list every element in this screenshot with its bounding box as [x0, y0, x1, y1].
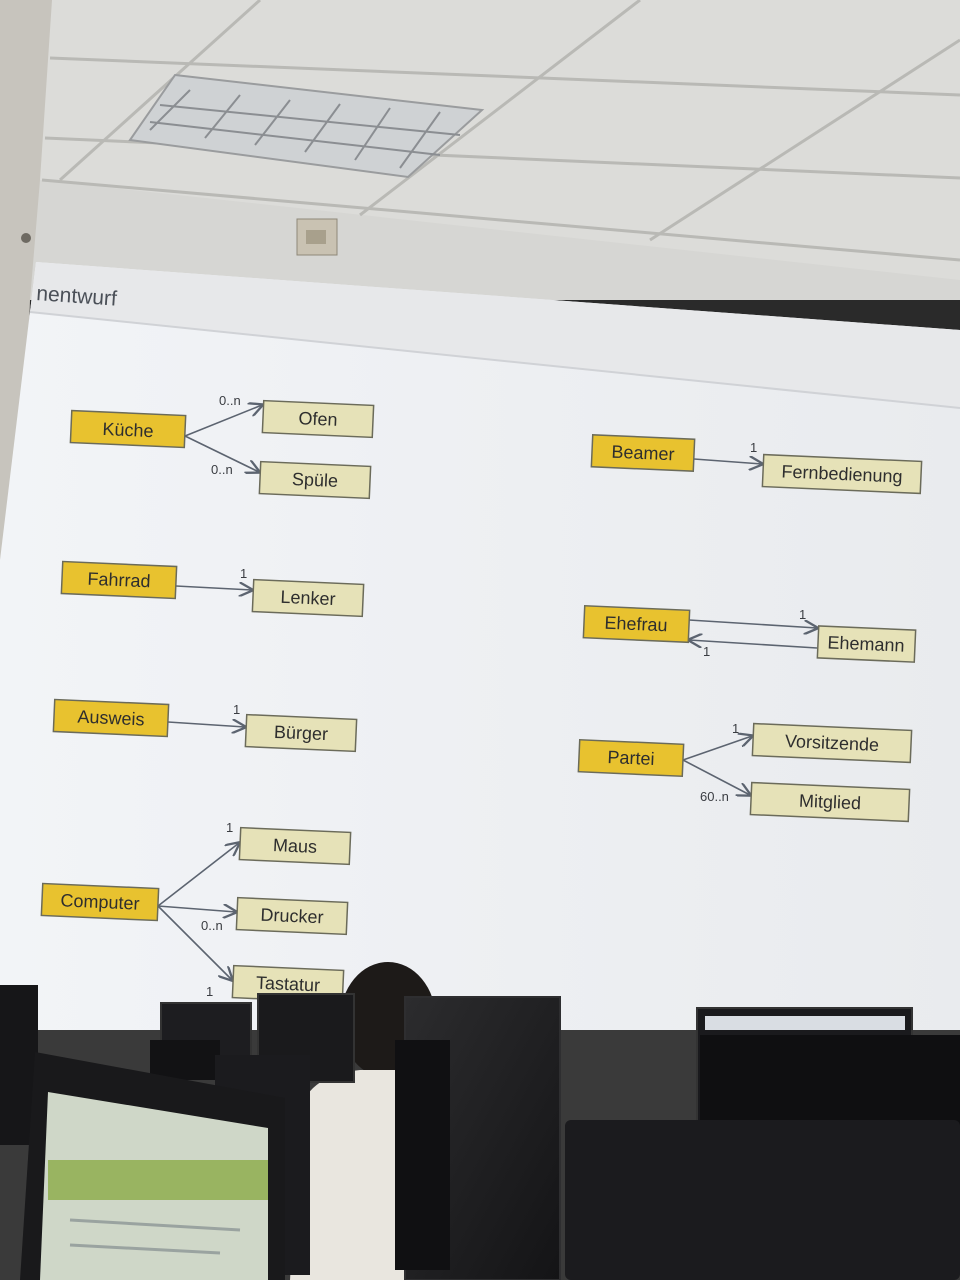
class-box-ehemann: Ehemann	[816, 625, 917, 663]
mult-computer-tastatur: 1	[206, 984, 213, 999]
class-box-computer: Computer	[40, 882, 160, 922]
slide-title: nentwurf	[36, 282, 118, 311]
class-label-vorsitzende: Vorsitzende	[785, 731, 880, 755]
diagram-boxes: Küche Ofen Spüle Fahrrad Lenker Ausweis …	[40, 399, 923, 1004]
class-box-ehefrau: Ehefrau	[582, 604, 691, 644]
mult-beamer-fernbedienung: 1	[750, 440, 757, 455]
class-box-spuele: Spüle	[258, 460, 372, 500]
arrow-kueche-spuele	[184, 435, 259, 472]
class-label-partei: Partei	[607, 747, 655, 769]
multiplicity-labels: 0..n 0..n 1 1 1 0..n 1 1 1 1 1 60..n	[201, 393, 806, 999]
class-label-beamer: Beamer	[611, 442, 675, 465]
mult-computer-maus: 1	[226, 820, 233, 835]
projection-screen	[0, 262, 960, 1040]
class-box-mitglied: Mitglied	[749, 781, 911, 823]
class-label-buerger: Bürger	[274, 722, 329, 744]
mult-ausweis-buerger: 1	[233, 702, 240, 717]
class-label-lenker: Lenker	[280, 587, 336, 609]
class-label-spuele: Spüle	[292, 469, 339, 491]
class-box-maus: Maus	[238, 826, 352, 866]
class-label-ausweis: Ausweis	[77, 707, 145, 730]
class-label-computer: Computer	[60, 890, 140, 913]
class-box-ausweis: Ausweis	[52, 698, 170, 738]
ceiling-light-fixture	[128, 73, 485, 179]
ceiling-sensor	[296, 218, 338, 256]
mult-kueche-ofen: 0..n	[219, 393, 241, 408]
class-label-maus: Maus	[273, 835, 318, 857]
mult-ehefrau-back: 1	[703, 644, 710, 659]
arrow-kueche-ofen	[184, 405, 262, 437]
class-box-fahrrad: Fahrrad	[60, 560, 178, 600]
mult-kueche-spuele: 0..n	[211, 462, 233, 477]
arrow-computer-drucker	[157, 906, 236, 912]
classroom-foreground	[0, 962, 960, 1280]
arrow-computer-maus	[157, 843, 239, 907]
mult-fahrrad-lenker: 1	[240, 566, 247, 581]
arrow-partei-mitglied	[682, 759, 750, 795]
mult-partei-vorsitzende: 1	[732, 721, 739, 736]
arrow-computer-tastatur	[157, 905, 232, 980]
arrow-fahrrad-lenker	[175, 586, 252, 590]
mult-computer-drucker: 0..n	[201, 918, 223, 933]
arrow-ehemann-ehefrau	[689, 640, 818, 649]
class-box-ofen: Ofen	[261, 399, 375, 439]
class-label-ofen: Ofen	[298, 408, 338, 430]
class-label-drucker: Drucker	[260, 905, 324, 928]
arrow-ausweis-buerger	[167, 722, 245, 727]
class-box-drucker: Drucker	[235, 896, 349, 936]
class-box-kueche: Küche	[69, 409, 187, 449]
class-label-ehemann: Ehemann	[827, 632, 905, 655]
class-box-fernbedienung: Fernbedienung	[761, 453, 923, 495]
arrow-ehefrau-ehemann	[688, 619, 817, 628]
mult-ehefrau-forward: 1	[799, 607, 806, 622]
mult-partei-mitglied: 60..n	[700, 789, 729, 804]
class-box-vorsitzende: Vorsitzende	[751, 722, 913, 764]
class-box-beamer: Beamer	[590, 434, 696, 472]
class-box-buerger: Bürger	[244, 713, 358, 753]
class-label-fahrrad: Fahrrad	[87, 569, 151, 592]
class-box-lenker: Lenker	[251, 578, 365, 618]
class-label-tastatur: Tastatur	[256, 973, 321, 996]
arrow-beamer-fernbedienung	[693, 459, 762, 464]
class-label-kueche: Küche	[102, 419, 154, 441]
class-label-ehefrau: Ehefrau	[604, 613, 668, 636]
diagram-arrows	[157, 405, 818, 980]
ceiling	[0, 0, 960, 300]
arrow-partei-vorsitzende	[682, 736, 752, 761]
class-box-partei: Partei	[577, 738, 685, 778]
class-label-mitglied: Mitglied	[799, 791, 862, 814]
